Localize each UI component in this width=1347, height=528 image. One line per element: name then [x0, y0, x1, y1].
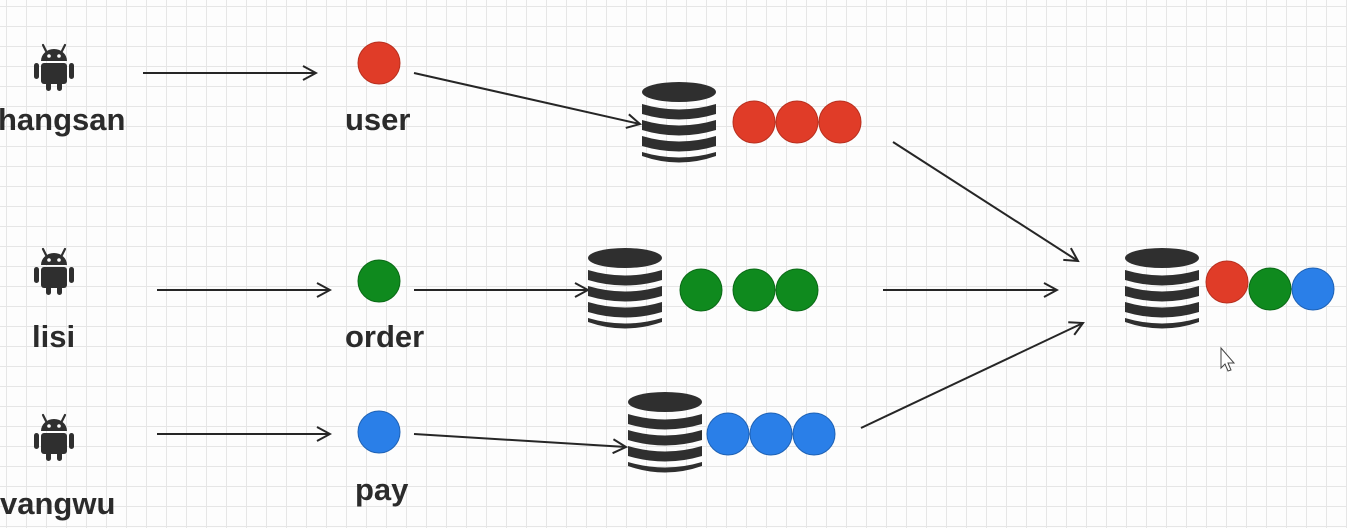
- service-dot-pay: [357, 410, 401, 454]
- record-dot-order: [732, 268, 776, 312]
- service-dot-user: [357, 41, 401, 85]
- service-label-order: order: [345, 319, 425, 354]
- mouse-cursor-icon: [1220, 346, 1236, 372]
- record-dot-user: [775, 100, 819, 144]
- record-dot-order: [775, 268, 819, 312]
- android-icon: [32, 43, 76, 93]
- record-dot-pay: [706, 412, 750, 456]
- arrow-paydb-to-aggregate: [860, 323, 1083, 429]
- service-label-user: user: [345, 102, 411, 137]
- record-dot-pay: [792, 412, 836, 456]
- database-icon: [588, 248, 662, 329]
- android-icon: [32, 413, 76, 463]
- arrow-userdb-to-aggregate: [892, 141, 1078, 261]
- service-dot-order: [357, 259, 401, 303]
- arrow-user-to-db: [413, 72, 640, 124]
- record-dot-user: [818, 100, 862, 144]
- user-label-lisi: lisi: [32, 319, 76, 354]
- record-dot-pay: [749, 412, 793, 456]
- database-icon: [642, 82, 716, 163]
- android-icon: [32, 247, 76, 297]
- user-label-zhangsan: hangsan: [0, 102, 126, 137]
- arrow-pay-to-db: [413, 433, 626, 447]
- record-dot-user: [732, 100, 776, 144]
- aggregate-dot-user: [1205, 260, 1249, 304]
- database-icon: [1125, 248, 1199, 329]
- service-label-pay: pay: [355, 472, 409, 507]
- aggregate-dot-pay: [1291, 267, 1335, 311]
- aggregate-dot-order: [1248, 267, 1292, 311]
- user-label-wangwu: vangwu: [0, 486, 116, 521]
- record-dot-order: [679, 268, 723, 312]
- database-icon: [628, 392, 702, 473]
